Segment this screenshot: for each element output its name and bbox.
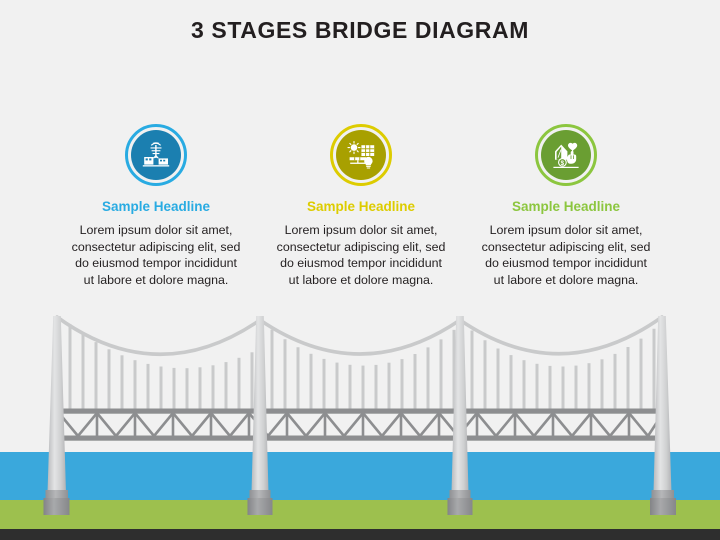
stage-body-2: Lorem ipsum dolor sit amet, consectetur … bbox=[276, 223, 446, 287]
stage-headline-2: Sample Headline bbox=[306, 199, 416, 214]
stage-icon-1[interactable] bbox=[125, 124, 187, 186]
icon-ring-1 bbox=[125, 124, 187, 186]
tower-4-cap bbox=[651, 490, 674, 499]
stage-headline-3: Sample Headline bbox=[511, 199, 621, 214]
hanger-cables-span-1 bbox=[68, 324, 254, 412]
tower-3-base bbox=[447, 498, 473, 515]
tower-3-cap bbox=[449, 490, 471, 499]
tower-1-cap bbox=[45, 490, 68, 499]
suspension-cables bbox=[55, 315, 664, 357]
tower-2-mast bbox=[251, 316, 269, 493]
truss-web bbox=[57, 412, 665, 437]
icon-ring-2 bbox=[330, 124, 392, 186]
bridge-illustration bbox=[43, 315, 676, 515]
stage-icon-2[interactable] bbox=[330, 124, 392, 186]
tower-2-base bbox=[247, 498, 273, 515]
solar-panel-icon bbox=[345, 139, 377, 171]
bridge-deck bbox=[55, 408, 667, 441]
tower-2-cap bbox=[249, 490, 271, 499]
stage-icon-3[interactable]: $ bbox=[535, 124, 597, 186]
grass-band bbox=[0, 500, 720, 529]
stage-headline-1: Sample Headline bbox=[101, 199, 211, 214]
icon-ring-3 bbox=[535, 124, 597, 186]
page-title: 3 STAGES BRIDGE DIAGRAM bbox=[191, 17, 529, 43]
tower-4-mast bbox=[653, 316, 672, 493]
svg-text:$: $ bbox=[561, 160, 565, 167]
power-plant-icon bbox=[140, 139, 172, 171]
stage-column-3: $ Sample Headline Lorem ipsum dolor sit … bbox=[473, 124, 659, 288]
icon-disc-2 bbox=[336, 130, 386, 180]
icon-disc-3: $ bbox=[541, 130, 591, 180]
tower-4-base bbox=[650, 498, 676, 515]
tower-3-mast bbox=[451, 316, 469, 493]
icon-disc-1 bbox=[131, 130, 181, 180]
eco-hand-icon: $ bbox=[550, 139, 582, 171]
hanger-cables-span-3 bbox=[470, 328, 656, 412]
stage-column-2: Sample Headline Lorem ipsum dolor sit am… bbox=[268, 124, 454, 288]
bridge-towers bbox=[43, 316, 676, 515]
water-band bbox=[0, 452, 720, 500]
tower-1-mast bbox=[47, 316, 66, 493]
stage-column-1: Sample Headline Lorem ipsum dolor sit am… bbox=[63, 124, 249, 288]
tower-1-base bbox=[43, 498, 70, 515]
stage-body-3: Lorem ipsum dolor sit amet, consectetur … bbox=[481, 223, 651, 287]
hanger-cables-span-2 bbox=[270, 329, 456, 412]
footer-bar bbox=[0, 529, 720, 540]
stage-body-1: Lorem ipsum dolor sit amet, consectetur … bbox=[71, 223, 241, 287]
